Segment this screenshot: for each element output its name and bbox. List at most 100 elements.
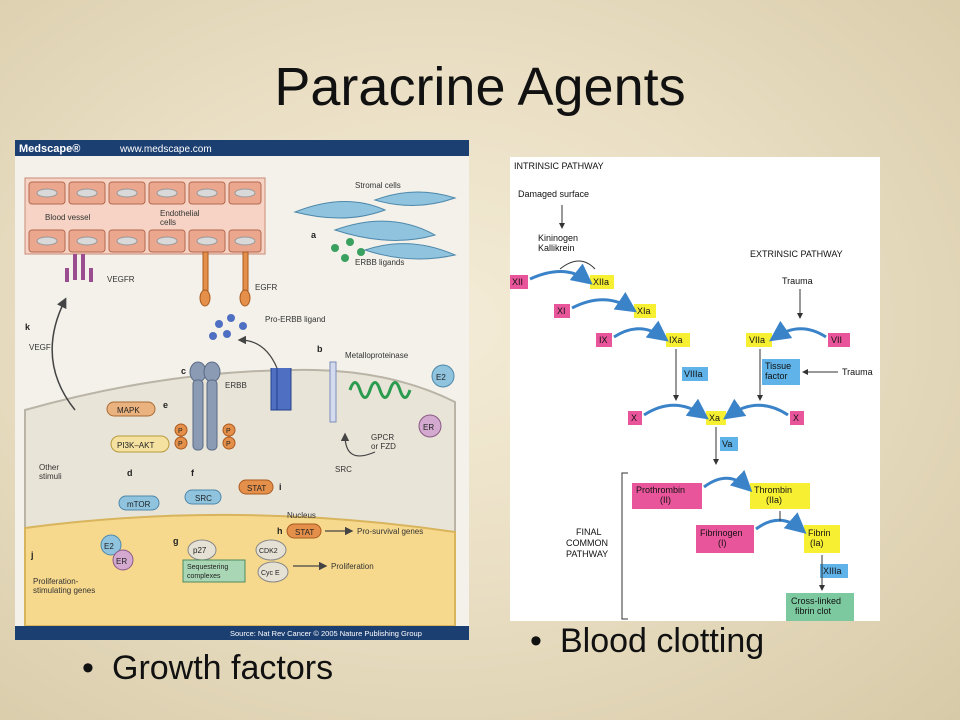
letter-a: a [311,230,317,240]
prothrombin-label: Prothrombin(II) [636,485,685,505]
er-node [418,414,442,438]
final-common-bracket [621,472,628,620]
tissue-factor [762,359,800,385]
p-label-3: P [226,428,231,435]
factor-viia-label: VIIa [749,335,765,345]
factor-vii [828,333,850,347]
label-cdk2: CDK2 [259,548,278,555]
crosslinked-box [786,593,854,621]
letter-i: i [279,482,282,492]
label-metalloproteinase: Metalloproteinase [345,351,409,360]
label-prolif-genes: Proliferation-stimulating genes [33,577,95,595]
cdk2-node [255,539,287,561]
cyce-node [257,561,289,583]
factor-x-left [628,411,642,425]
erbb-ligand-dots [331,238,365,262]
factor-xi-label: XI [557,306,566,316]
egfr-receptor [199,251,251,307]
factor-x-right-label: X [793,413,799,423]
bullet-growth-factors: •Growth factors [82,649,334,687]
trauma-label-top: Trauma [782,276,813,286]
label-er: ER [423,423,434,432]
src-node [184,489,222,505]
mapk-node [106,401,156,417]
vegfr-receptor [65,254,93,282]
stat-node [238,479,274,495]
pro-erbb-dots [209,314,247,340]
letter-h: h [277,526,283,536]
intrinsic-title: INTRINSIC PATHWAY [514,161,604,171]
factor-xia [634,304,656,318]
kallikrein-label: Kallikrein [538,243,575,253]
factor-xii-label: XII [512,277,523,287]
extrinsic-title: EXTRINSIC PATHWAY [750,249,843,259]
label-nucleus: Nucleus [287,511,316,520]
coagulation-diagram: INTRINSIC PATHWAY Damaged surface Kinino… [510,157,880,621]
label-mapk: MAPK [117,406,140,415]
label-stromal: Stromal cells [355,181,401,190]
letter-c: c [181,366,186,376]
factor-xiia-label: XIIa [593,277,609,287]
label-er-nuc: ER [116,557,127,566]
factor-ixa [666,333,690,347]
letter-d: d [127,468,133,478]
fibrin-label: Fibrin(Ia) [808,528,831,548]
factor-x-left-label: X [631,413,637,423]
fibrinogen-box [696,525,754,553]
e2-node [431,364,455,388]
sequestering-box [182,559,246,583]
factor-ix-label: IX [599,335,608,345]
arrow-xii-xiia [529,263,593,285]
label-e2-nuc: E2 [104,542,114,551]
growth-factor-diagram: Medscape® www.medscape.com Blood vessel … [15,140,469,640]
factor-xii [510,275,528,289]
bullet-blood-clotting: •Blood clotting [530,622,765,660]
metalloproteinase [270,361,337,423]
trauma-label-side: Trauma [842,367,873,377]
coagulation-svg: INTRINSIC PATHWAY Damaged surface Kinino… [510,157,880,621]
thrombin-box [750,483,810,509]
label-erbb: ERBB [225,381,247,390]
label-vegf: VEGF [29,343,51,352]
arrow-vii-viia [769,320,827,342]
label-pi3k: PI3K–AKT [117,441,154,450]
letter-j: j [30,550,34,560]
kininogen-label: Kininogen [538,233,578,243]
damaged-surface: Damaged surface [518,189,589,199]
bullet-blood-clotting-text: Blood clotting [560,622,765,660]
medscape-brand: Medscape® [19,143,80,155]
factor-xiiia-label: XIIIa [823,566,842,576]
factor-xa-label: Xa [709,413,720,423]
label-cyce: Cyc E [261,570,280,577]
arrow-xi-xia [571,291,637,313]
factor-xi [554,304,570,318]
medscape-header [15,140,469,156]
factor-viiia [682,367,708,381]
factor-va [720,437,738,451]
factor-xia-label: XIa [637,306,651,316]
arrow-ix-ixa [613,320,669,342]
label-src: SRC [195,494,212,503]
medscape-footer [15,626,469,640]
medscape-url: www.medscape.com [119,144,212,155]
gpcr-receptor [348,381,412,399]
p-label-2: P [178,441,183,448]
letter-b: b [317,344,323,354]
cleavage-arrow [237,335,278,369]
fibrin-box [804,525,840,553]
label-pro-survival: Pro-survival genes [357,527,423,536]
vegf-arrow [51,297,76,411]
label-egfr: EGFR [255,283,277,292]
p-label-1: P [178,428,183,435]
arrow-x-xa-left [643,398,709,420]
label-erbb-ligands: ERBB ligands [355,258,404,267]
blood-vessel [24,177,266,255]
src-loop-arrow [340,432,376,457]
factor-x-right [790,411,804,425]
arrow-x-xa-right [723,398,789,420]
